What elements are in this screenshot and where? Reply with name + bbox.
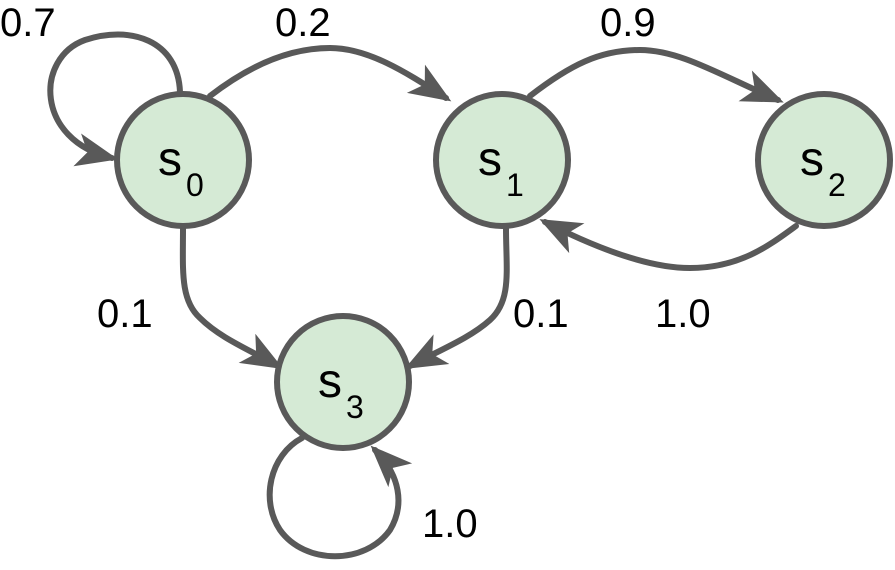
state-circle	[274, 313, 412, 451]
state-s2: s 2	[755, 91, 893, 229]
state-s1: s 1	[433, 91, 571, 229]
edge-label-s0-s3: 0.1	[97, 292, 153, 336]
edge-s1-s3	[404, 225, 510, 369]
edge-label-s3-s3: 1.0	[422, 502, 478, 546]
edge-label-s2-s1: 1.0	[655, 292, 711, 336]
edge-s0-s0	[47, 31, 183, 167]
edge-s3-s3	[266, 435, 413, 560]
state-subscript: 3	[346, 389, 364, 425]
state-label: s	[318, 355, 342, 408]
edge-s0-s1	[207, 44, 452, 102]
state-circle	[433, 91, 571, 229]
state-subscript: 2	[828, 167, 846, 203]
state-label: s	[158, 133, 182, 186]
state-circle	[114, 91, 252, 229]
edge-s2-s1	[539, 219, 799, 272]
edge-label-s0-s1: 0.2	[275, 1, 331, 45]
state-subscript: 0	[186, 167, 204, 203]
state-label: s	[478, 133, 502, 186]
edge-s1-s2	[527, 46, 784, 103]
state-label: s	[800, 133, 824, 186]
state-s3: s 3	[274, 313, 412, 451]
state-s0: s 0	[114, 91, 252, 229]
edge-label-s1-s3: 0.1	[513, 292, 569, 336]
edge-s0-s3	[179, 225, 284, 370]
edge-label-s1-s2: 0.9	[600, 1, 656, 45]
edge-label-s0-s0: 0.7	[0, 1, 56, 45]
state-subscript: 1	[506, 167, 524, 203]
state-circle	[755, 91, 893, 229]
